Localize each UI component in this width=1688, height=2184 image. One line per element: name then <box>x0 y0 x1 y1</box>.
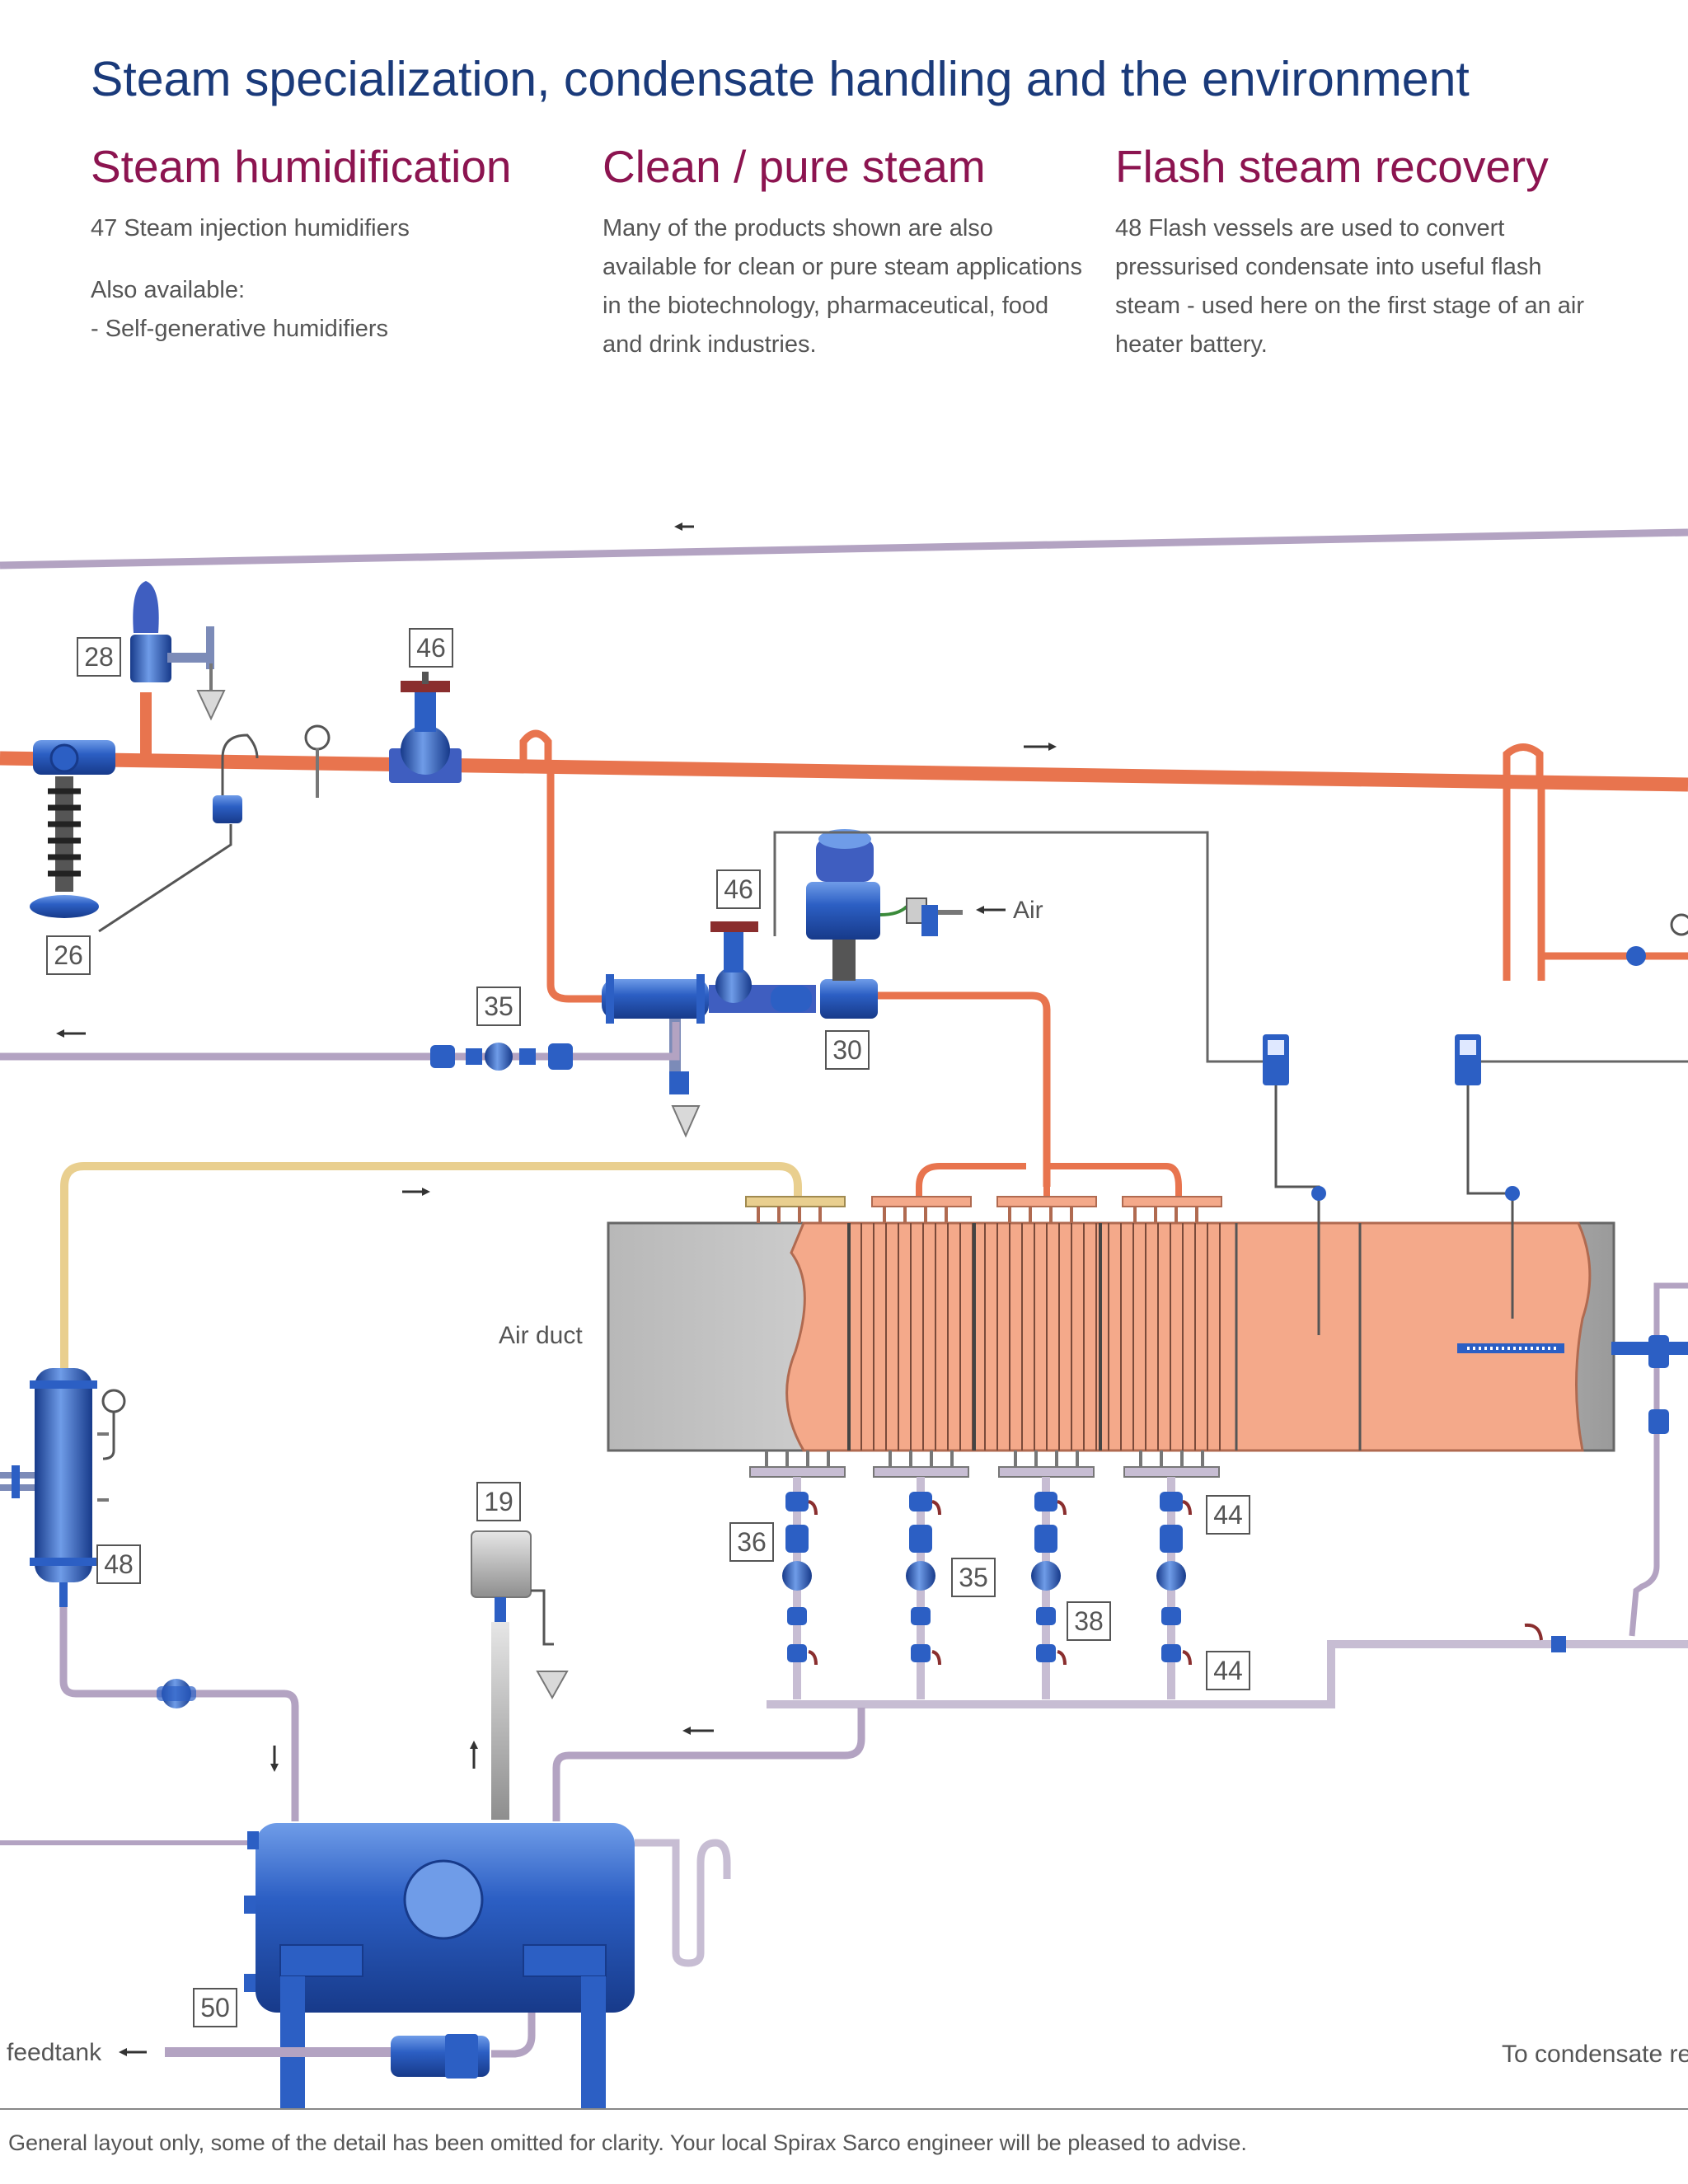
condensate-return-pipe <box>0 528 1688 569</box>
condensate-pipe <box>0 1022 680 1061</box>
section-flash-steam-recovery: Flash steam recovery 48 Flash vessels ar… <box>1115 140 1601 364</box>
steam-riser-loop <box>519 729 552 762</box>
tag-28: 28 <box>77 637 121 677</box>
tag-19: 19 <box>476 1482 521 1521</box>
pressure-reducing-valve <box>30 724 331 933</box>
flow-arrow <box>1048 743 1057 751</box>
flow-arrow <box>56 1029 64 1038</box>
tag-44: 44 <box>1206 1651 1250 1690</box>
tag-50: 50 <box>193 1988 237 2027</box>
control-valve-station <box>602 829 1269 1138</box>
section-heading: Clean / pure steam <box>603 141 986 192</box>
footer-note: General layout only, some of the detail … <box>8 2130 1247 2155</box>
steam-main-pipe <box>0 751 1688 792</box>
air-label: Air <box>1013 897 1043 924</box>
section-text: Many of the products shown are also avai… <box>603 215 1082 358</box>
page-title: Steam specialization, condensate handlin… <box>91 52 1470 106</box>
stop-valve <box>389 672 462 783</box>
section-text: 47 Steam injection humidifiers <box>91 215 410 241</box>
tag-38: 38 <box>1067 1601 1111 1641</box>
section-heading: Flash steam recovery <box>1115 141 1549 192</box>
tag-36: 36 <box>729 1522 774 1562</box>
condensate-pipe <box>552 1708 865 1821</box>
tag-46: 46 <box>716 869 761 909</box>
temperature-controllers <box>1263 1034 1688 1637</box>
condensate-header <box>767 1640 1688 1708</box>
flash-steam-pipe <box>60 1162 802 1385</box>
coil-headers <box>745 1196 1222 1478</box>
deaerator-head <box>470 1530 569 1820</box>
tag-46: 46 <box>409 628 453 668</box>
air-duct-label: Air duct <box>499 1322 583 1349</box>
tag-48: 48 <box>96 1544 141 1584</box>
boiler-feedtank <box>0 1823 731 2110</box>
feedtank-label: feedtank <box>7 2039 102 2066</box>
tag-30: 30 <box>825 1030 870 1070</box>
coil-trap-sets <box>782 1477 1192 1699</box>
steam-branch-pipe <box>546 765 610 1003</box>
section-heading: Steam humidification <box>91 141 512 192</box>
flow-arrow <box>674 523 682 531</box>
to-condensate-label: To condensate re <box>1502 2041 1688 2068</box>
section-clean-pure-steam: Clean / pure steam Many of the products … <box>603 140 1089 364</box>
tag-35: 35 <box>951 1558 996 1597</box>
section-text: Also available: <box>91 277 245 303</box>
tag-44: 44 <box>1206 1495 1250 1535</box>
flash-vessel <box>0 1368 299 1821</box>
section-text: 48 Flash vessels are used to convert pre… <box>1115 215 1585 358</box>
flow-arrow <box>682 1727 691 1735</box>
tag-35: 35 <box>476 987 521 1026</box>
tag-26: 26 <box>46 935 91 975</box>
section-text: - Self-generative humidifiers <box>91 316 389 342</box>
steam-trap-set <box>430 1043 573 1071</box>
air-duct <box>607 1221 1615 1452</box>
steam-branch-pipe <box>1503 743 1544 981</box>
steam-branch-pipe <box>875 991 1051 1187</box>
footer-divider <box>0 2108 1688 2110</box>
flow-arrow <box>422 1188 430 1196</box>
section-steam-humidification: Steam humidification 47 Steam injection … <box>91 140 577 349</box>
safety-valve <box>130 581 226 754</box>
